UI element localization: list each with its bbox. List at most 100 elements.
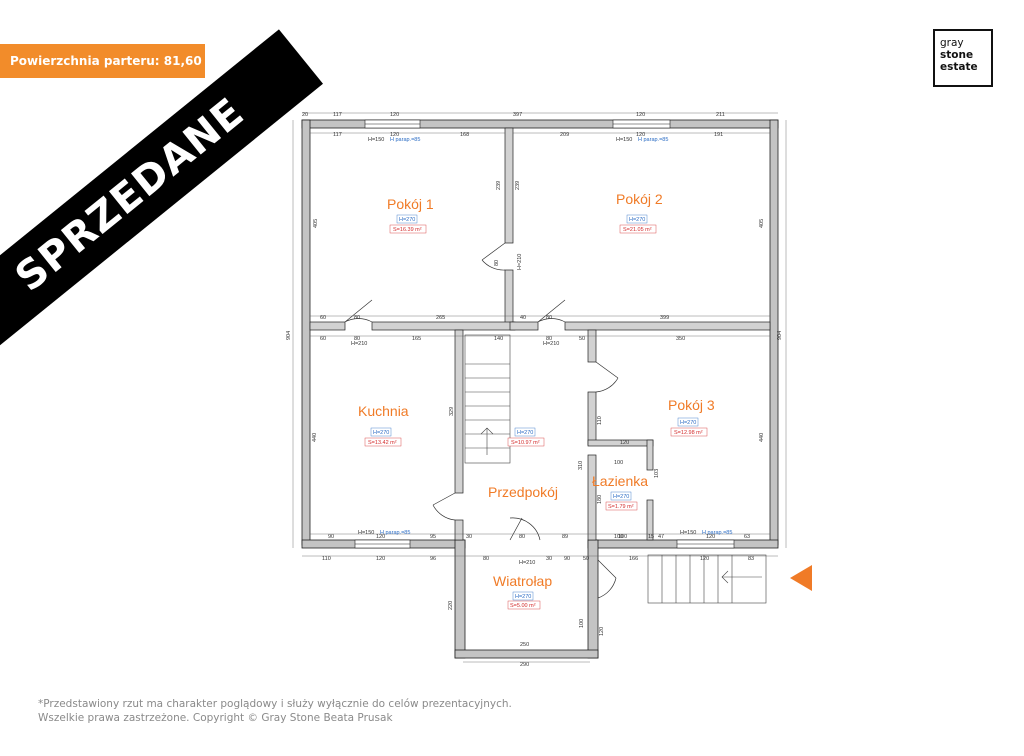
room-area: S=12.98 m² [674,430,703,436]
room-name: Wiatrołap [493,573,552,589]
room-height: H=270 [515,594,531,600]
door-swings [344,242,619,599]
door-h210-w: H=210 [519,560,535,566]
floor-area-label: Powierzchnia parteru: 81,60 m² [10,54,202,102]
exterior-stairs [647,554,767,604]
window-par-1: H parap.=85 [390,137,420,143]
dim-top-outer-4: 397 [513,112,522,118]
logo-line-1: gray [940,37,964,49]
dim-outer-bot-7: 120 [700,556,709,562]
dim-bath-103: 103 [654,469,660,478]
dim-p2-top-1: 209 [560,132,569,138]
dim-bot-7: 90 [564,556,570,562]
room-name: Przedpokój [488,484,558,500]
dim-mid-2: 80 [354,315,360,321]
room-name: Łazienka [592,473,648,489]
dim-p1-wall: 239 [496,181,502,190]
dim-top-outer-6: 211 [716,112,725,118]
dim-hall-310: 310 [578,461,584,470]
dim-bot-11: 47 [658,534,664,540]
dim-p1-top-2: 120 [390,132,399,138]
dim-k-1: 60 [320,336,326,342]
disclaimer-line-2: Wszelkie prawa zastrzeżone. Copyright © … [38,712,393,724]
dim-top-outer-3: 120 [390,112,399,118]
disclaimer-line-1: *Przedstawiony rzut ma charakter poglądo… [38,698,512,710]
dim-bot-13: 63 [744,534,750,540]
dim-k-2: 80 [354,336,360,342]
dim-p3-top: 350 [676,336,685,342]
dim-left-total: 904 [286,331,292,340]
dimension-text: 20 117 120 397 120 211 117 120 168 209 1… [286,112,783,668]
room-height: H=270 [373,430,389,436]
dim-right-total: 904 [777,331,783,340]
interior-stairs [464,334,511,464]
dim-wind-290: 290 [520,662,529,668]
floor-area-tag: Powierzchnia parteru: 81,60 m² [0,44,205,102]
door-h210-k: H=210 [351,341,367,347]
dim-k-stairs: 329 [449,407,455,416]
dim-mid-5: 80 [546,315,552,321]
dim-wind-250: 250 [520,642,529,648]
dim-bot-4: 30 [466,534,472,540]
dim-top-outer-1: 20 [302,112,308,118]
dim-bot-12: 120 [706,534,715,540]
dim-bot-1: 90 [328,534,334,540]
dim-outer-bot-5: 30 [546,556,552,562]
logo-line-3: estate [940,61,978,73]
dim-mid-1: 60 [320,315,326,321]
dim-p2-top-2: 120 [636,132,645,138]
dim-k-4: 140 [494,336,503,342]
dim-left-p1: 405 [313,219,319,228]
door-h210-p1: H=210 [517,254,523,270]
dim-p1-top-1: 117 [333,132,342,138]
room-area: S=21.05 m² [623,227,652,233]
dim-p3-right: 440 [759,433,765,442]
entrance-arrow [790,565,812,591]
room-pokoj-3: Pokój 3 H=270 S=12.98 m² [668,397,715,437]
dim-p3-110: 110 [597,416,603,425]
dim-mid-3: 265 [436,315,445,321]
dim-bot-3: 95 [430,534,436,540]
room-pokoj-2: Pokój 2 H=270 S=21.05 m² [616,191,663,234]
room-height: H=270 [399,217,415,223]
room-name: Pokój 2 [616,191,663,207]
dim-k-3: 165 [412,336,421,342]
room-przedpokoj: Przedpokój H=270 S=10.97 m² [488,427,558,500]
window-h-2: H=150 [616,137,632,143]
door-80-p1: 80 [494,260,500,266]
room-kuchnia: Kuchnia H=270 S=13.42 m² [358,403,409,447]
dim-outer-bot-6: 166 [629,556,638,562]
dim-bath-100b: 100 [614,534,623,540]
dim-wind-120: 120 [599,627,605,636]
dim-bot-9: 100 [618,534,627,540]
room-labels: Pokój 1 H=270 S=16.39 m² Pokój 2 H=270 S… [358,191,715,610]
dim-bot-5: 80 [519,534,525,540]
window-h-3: H=150 [358,530,374,536]
room-height: H=270 [517,430,533,436]
dim-outer-bot-8: 83 [748,556,754,562]
dim-top-outer-2: 117 [333,112,342,118]
room-area: S=13.42 m² [368,440,397,446]
room-area: S=1.79 m² [608,504,634,510]
brand-logo: gray stone estate [933,29,993,87]
dim-top-outer-5: 120 [636,112,645,118]
room-name: Pokój 1 [387,196,434,212]
room-wiatrolap: Wiatrołap H=270 S=5.00 m² [493,573,552,610]
window-par-4: H parap.=85 [702,530,732,536]
dim-bot-8: 50 [583,556,589,562]
door-h210-h: H=210 [543,341,559,347]
dim-mid-6: 399 [660,315,669,321]
dim-k-6: 50 [579,336,585,342]
room-pokoj-1: Pokój 1 H=270 S=16.39 m² [387,196,434,234]
dim-bath-180: 180 [597,495,603,504]
window-h-4: H=150 [680,530,696,536]
disclaimer: *Przedstawiony rzut ma charakter poglądo… [38,697,512,725]
dim-bot-10: 15 [648,534,654,540]
dim-p2-wall: 239 [515,181,521,190]
room-area: S=5.00 m² [510,603,536,609]
dimension-lines [292,112,787,663]
dim-p2-top-3: 191 [714,132,723,138]
dim-bot-2: 120 [376,534,385,540]
dim-bot-6: 89 [562,534,568,540]
